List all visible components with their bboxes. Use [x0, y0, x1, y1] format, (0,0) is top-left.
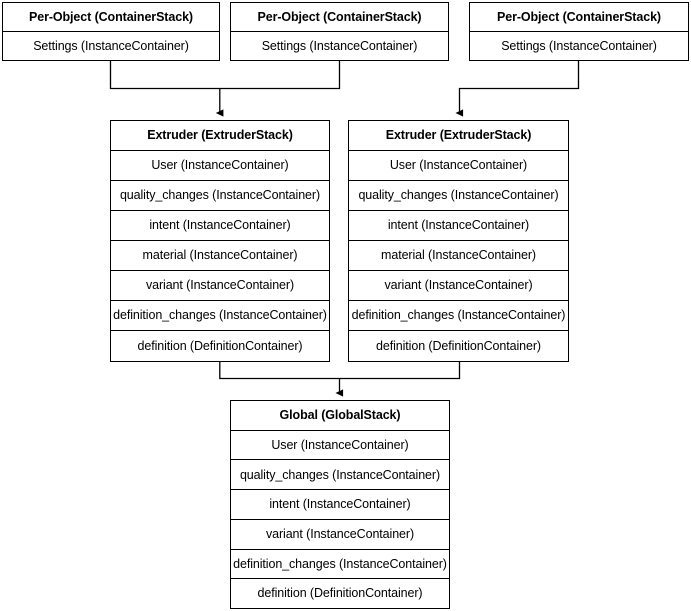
node-header: Extruder (ExtruderStack): [111, 121, 329, 150]
node-header: Extruder (ExtruderStack): [349, 121, 568, 150]
node-row-intent: intent (InstanceContainer): [231, 489, 449, 519]
node-row-settings: Settings (InstanceContainer): [231, 31, 448, 60]
node-extruder-2[interactable]: Extruder (ExtruderStack) User (InstanceC…: [348, 120, 569, 362]
node-row-intent: intent (InstanceContainer): [349, 210, 568, 240]
node-row-settings: Settings (InstanceContainer): [470, 31, 688, 60]
node-row-variant: variant (InstanceContainer): [231, 518, 449, 549]
edge-extruder-1-to-global: [219, 362, 340, 380]
edge-per-object-2-to-extruder-1: [219, 61, 341, 90]
node-row-definition: definition (DefinitionContainer): [231, 578, 449, 609]
node-global[interactable]: Global (GlobalStack) User (InstanceConta…: [230, 400, 450, 609]
node-per-object-3[interactable]: Per-Object (ContainerStack) Settings (In…: [469, 2, 689, 61]
node-row-user: User (InstanceContainer): [231, 429, 449, 460]
node-per-object-1[interactable]: Per-Object (ContainerStack) Settings (In…: [2, 2, 220, 61]
node-extruder-1[interactable]: Extruder (ExtruderStack) User (InstanceC…: [110, 120, 330, 362]
node-row-material: material (InstanceContainer): [111, 240, 329, 270]
node-row-material: material (InstanceContainer): [349, 240, 568, 270]
node-row-user: User (InstanceContainer): [111, 150, 329, 180]
node-row-definition-changes: definition_changes (InstanceContainer): [349, 300, 568, 330]
node-row-user: User (InstanceContainer): [349, 150, 568, 180]
edge-extruder-2-to-global: [339, 362, 461, 380]
node-row-intent: intent (InstanceContainer): [111, 210, 329, 240]
edge-per-object-3-to-extruder-2: [455, 61, 580, 117]
node-row-settings: Settings (InstanceContainer): [3, 31, 219, 60]
node-header: Per-Object (ContainerStack): [3, 3, 219, 31]
node-per-object-2[interactable]: Per-Object (ContainerStack) Settings (In…: [230, 2, 449, 61]
node-row-definition-changes: definition_changes (InstanceContainer): [111, 300, 329, 330]
node-header: Global (GlobalStack): [231, 401, 449, 430]
node-row-quality-changes: quality_changes (InstanceContainer): [111, 180, 329, 210]
node-row-variant: variant (InstanceContainer): [349, 270, 568, 300]
node-row-definition-changes: definition_changes (InstanceContainer): [231, 548, 449, 579]
node-row-definition: definition (DefinitionContainer): [111, 330, 329, 361]
node-row-variant: variant (InstanceContainer): [111, 270, 329, 300]
edge-per-object-1-to-extruder-1: [109, 61, 220, 90]
node-header: Per-Object (ContainerStack): [470, 3, 688, 31]
node-row-quality-changes: quality_changes (InstanceContainer): [349, 180, 568, 210]
node-row-quality-changes: quality_changes (InstanceContainer): [231, 459, 449, 490]
node-row-definition: definition (DefinitionContainer): [349, 330, 568, 361]
node-header: Per-Object (ContainerStack): [231, 3, 448, 31]
